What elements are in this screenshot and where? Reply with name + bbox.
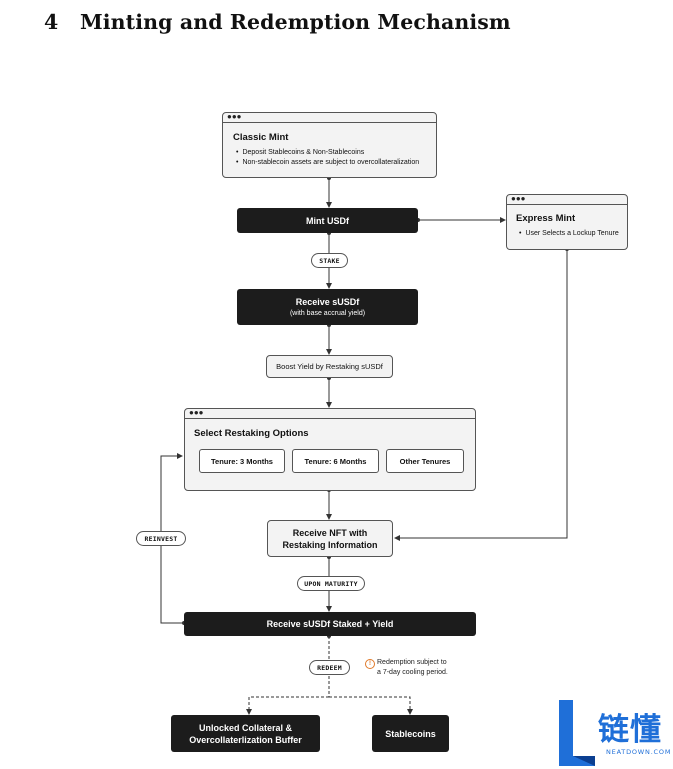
option-tenure-3-months[interactable]: Tenure: 3 Months (199, 449, 285, 473)
boost-yield-box: Boost Yield by Restaking sUSDf (266, 355, 393, 378)
connector-redeem-right (329, 696, 413, 715)
section-title: Minting and Redemption Mechanism (80, 10, 511, 34)
redemption-note-line1: Redemption subject to (377, 659, 447, 666)
restaking-options-card: ●●● Select Restaking Options Tenure: 3 M… (184, 408, 476, 491)
classic-mint-title: Classic Mint (233, 132, 289, 143)
logo-l-accent (573, 756, 595, 766)
express-mint-card: ●●● Express Mint User Selects a Lockup T… (506, 194, 628, 250)
stake-pill: STAKE (311, 253, 348, 268)
watermark-chinese: 链懂 (598, 712, 662, 748)
redeem-pill: REDEEM (309, 660, 350, 675)
connector-express-to-nft (394, 249, 568, 541)
window-title-bar: ●●● (507, 195, 627, 205)
unlocked-collateral-line1: Unlocked Collateral & (198, 722, 293, 733)
list-item: Non-stablecoin assets are subject to ove… (236, 158, 419, 168)
window-dots-icon: ●●● (511, 194, 526, 203)
restaking-title: Select Restaking Options (194, 428, 309, 439)
section-number: 4 (44, 10, 59, 34)
list-item: User Selects a Lockup Tenure (519, 229, 618, 239)
stablecoins-box: Stablecoins (372, 715, 449, 752)
redemption-note: Redemption subject to a 7-day cooling pe… (377, 658, 448, 678)
classic-mint-bullets: Deposit Stablecoins & Non-Stablecoins No… (236, 148, 419, 168)
stablecoins-label: Stablecoins (385, 728, 436, 739)
window-title-bar: ●●● (223, 113, 436, 123)
express-mint-title: Express Mint (516, 213, 576, 224)
redemption-note-line2: a 7-day cooling period. (377, 669, 448, 676)
list-item: Deposit Stablecoins & Non-Stablecoins (236, 148, 419, 158)
section-heading: 4 Minting and Redemption Mechanism (44, 10, 511, 34)
upon-maturity-pill: UPON MATURITY (297, 576, 365, 591)
classic-mint-card: ●●● Classic Mint Deposit Stablecoins & N… (222, 112, 437, 178)
window-title-bar: ●●● (185, 409, 475, 419)
neatdown-logo (559, 700, 595, 766)
option-tenure-6-months[interactable]: Tenure: 6 Months (292, 449, 379, 473)
receive-susdf-box: Receive sUSDf (with base accrual yield) (237, 289, 418, 325)
warning-circle-icon: ! (365, 659, 375, 669)
logo-l-mark (559, 700, 595, 766)
mint-usdf-label: Mint USDf (306, 215, 349, 226)
window-dots-icon: ●●● (227, 112, 242, 121)
mint-usdf-box: Mint USDf (237, 208, 418, 233)
receive-nft-box: Receive NFT with Restaking Information (267, 520, 393, 557)
receive-nft-line2: Restaking Information (282, 539, 378, 550)
express-mint-bullets: User Selects a Lockup Tenure (519, 229, 618, 239)
unlocked-collateral-line2: Overcollaterlization Buffer (189, 734, 302, 745)
receive-staked-label: Receive sUSDf Staked + Yield (266, 619, 394, 629)
watermark-english: NEATDOWN.COM (606, 748, 672, 756)
option-other-tenures[interactable]: Other Tenures (386, 449, 464, 473)
receive-staked-box: Receive sUSDf Staked + Yield (184, 612, 476, 636)
reinvest-pill: REINVEST (136, 531, 186, 546)
connector-redeem-left (246, 696, 329, 715)
receive-nft-line1: Receive NFT with (292, 527, 368, 538)
receive-susdf-title: Receive sUSDf (295, 296, 360, 307)
window-dots-icon: ●●● (189, 408, 204, 417)
boost-yield-label: Boost Yield by Restaking sUSDf (276, 362, 383, 371)
receive-susdf-subtitle: (with base accrual yield) (289, 309, 366, 317)
unlocked-collateral-box: Unlocked Collateral & Overcollaterlizati… (171, 715, 320, 752)
